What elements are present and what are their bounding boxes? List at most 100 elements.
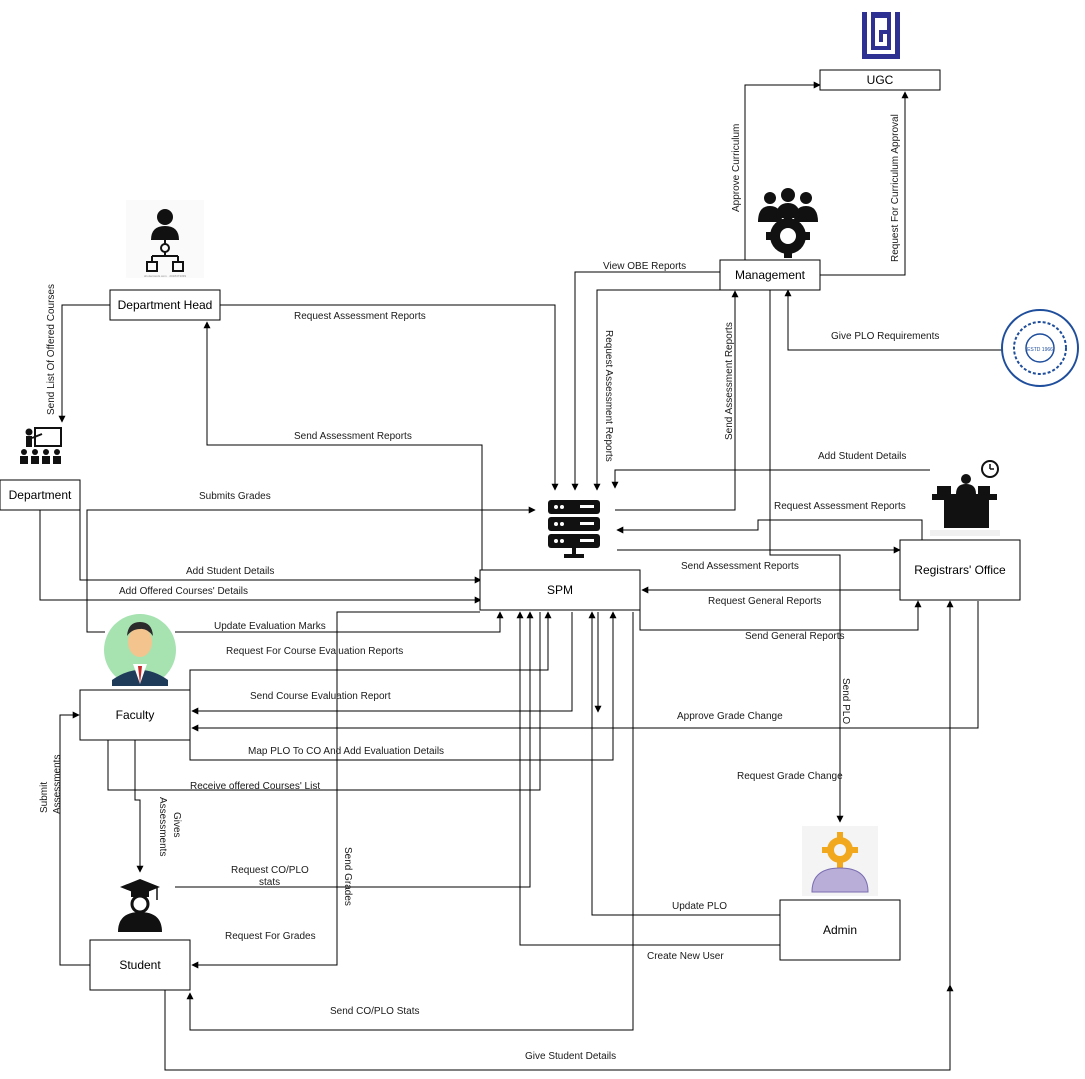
node-faculty-label: Faculty bbox=[116, 708, 155, 722]
registrar-seal-icon: ESTD 1966 bbox=[1001, 309, 1079, 387]
node-department-label: Department bbox=[9, 488, 72, 502]
department-head-org-icon: shutterstock.com · 2018473339 bbox=[126, 200, 204, 278]
edge-create-new-user bbox=[516, 611, 780, 946]
node-admin[interactable]: Admin bbox=[779, 899, 901, 961]
node-department-head-label: Department Head bbox=[118, 298, 213, 312]
icons: shutterstock.com · 2018473339 bbox=[20, 12, 1079, 932]
label-send-assessment-reports-head: Send Assessment Reports bbox=[294, 431, 412, 442]
label-send-assessment-reports-mgmt: Send Assessment Reports bbox=[724, 322, 735, 440]
node-faculty[interactable]: Faculty bbox=[79, 689, 191, 741]
edge-request-course-eval-reports bbox=[189, 611, 552, 690]
edge-send-plo bbox=[769, 290, 844, 823]
edge-add-offered-courses bbox=[39, 510, 482, 604]
label-request-assessment-reports-mgmt: Request Assessment Reports bbox=[603, 330, 614, 462]
node-ugc[interactable]: UGC bbox=[819, 69, 941, 91]
label-send-course-eval-report: Send Course Evaluation Report bbox=[250, 691, 391, 702]
label-submit-2: Assessments bbox=[52, 755, 63, 814]
edge-view-obe-reports bbox=[571, 271, 720, 491]
edge-map-plo-to-co bbox=[189, 611, 617, 761]
edge-give-student-details bbox=[164, 984, 954, 1071]
label-gives-1: Gives bbox=[171, 812, 182, 838]
edge-request-co-plo-stats bbox=[175, 611, 534, 888]
edge-send-grades bbox=[191, 611, 480, 969]
faculty-avatar-icon bbox=[104, 614, 176, 686]
label-add-offered-courses: Add Offered Courses' Details bbox=[119, 586, 248, 597]
shutterstock-caption: shutterstock.com · 2018473339 bbox=[144, 274, 186, 278]
label-send-assessment-reports-reg: Send Assessment Reports bbox=[681, 561, 799, 572]
edge-update-evaluation-marks bbox=[175, 611, 504, 633]
edge-update-plo bbox=[588, 611, 780, 916]
label-request-assessment-reports-reg: Request Assessment Reports bbox=[774, 501, 906, 512]
label-map-plo-to-co: Map PLO To CO And Add Evaluation Details bbox=[248, 746, 444, 757]
node-student-label: Student bbox=[119, 958, 161, 972]
node-registrars-office[interactable]: Registrars' Office bbox=[899, 539, 1021, 601]
label-request-co-plo-2: stats bbox=[259, 877, 280, 888]
node-management[interactable]: Management bbox=[719, 259, 821, 291]
edge-submits-grades bbox=[86, 506, 536, 633]
node-ugc-label: UGC bbox=[867, 73, 894, 87]
label-submits-grades: Submits Grades bbox=[199, 491, 271, 502]
label-add-student-details-reg: Add Student Details bbox=[818, 451, 906, 462]
edge-give-plo-requirements bbox=[784, 289, 1003, 351]
edge-add-student-details-reg bbox=[611, 469, 930, 489]
nodes: UGC Management Department Head Departmen… bbox=[0, 69, 1021, 991]
node-spm-label: SPM bbox=[547, 583, 573, 597]
edge-request-assessment-reports-reg bbox=[616, 519, 923, 540]
label-add-student-details-dept: Add Student Details bbox=[186, 566, 274, 577]
edge-approve-curriculum bbox=[744, 81, 821, 260]
label-send-plo: Send PLO bbox=[840, 678, 851, 724]
node-department[interactable]: Department bbox=[0, 479, 81, 511]
spm-server-icon bbox=[548, 500, 600, 558]
ugc-logo-icon bbox=[862, 12, 900, 59]
label-receive-offered-courses: Receive offered Courses' List bbox=[190, 781, 320, 792]
label-update-evaluation-marks: Update Evaluation Marks bbox=[214, 621, 326, 632]
edge-send-co-plo-stats bbox=[186, 612, 634, 1031]
label-request-general-reports: Request General Reports bbox=[708, 596, 821, 607]
management-group-gear-icon bbox=[758, 188, 818, 258]
admin-gear-icon bbox=[802, 826, 878, 896]
edge-send-list-offered-courses bbox=[58, 304, 110, 423]
label-send-general-reports: Send General Reports bbox=[745, 631, 845, 642]
seal-estd-text: ESTD 1966 bbox=[1027, 347, 1053, 353]
label-approve-grade-change: Approve Grade Change bbox=[677, 711, 783, 722]
node-management-label: Management bbox=[735, 268, 806, 282]
label-request-course-eval-reports: Request For Course Evaluation Reports bbox=[226, 646, 403, 657]
edge-approve-grade-change bbox=[191, 601, 979, 732]
label-request-co-plo-1: Request CO/PLO bbox=[231, 865, 309, 876]
label-approve-curriculum: Approve Curriculum bbox=[731, 124, 742, 212]
label-send-grades: Send Grades bbox=[342, 847, 353, 906]
edge-labels: Approve Curriculum Request For Curriculu… bbox=[39, 114, 939, 1062]
edge-request-assessment-reports-head bbox=[220, 304, 559, 491]
edge-gives-assessments bbox=[134, 740, 144, 873]
label-request-for-grades: Request For Grades bbox=[225, 931, 316, 942]
node-spm[interactable]: SPM bbox=[479, 569, 641, 611]
edge-send-assessment-reports-head bbox=[203, 321, 483, 570]
edge-request-curriculum-approval bbox=[820, 91, 909, 276]
node-department-head[interactable]: Department Head bbox=[109, 289, 221, 321]
edge-send-assessment-reports-mgmt bbox=[615, 290, 739, 511]
label-view-obe-reports: View OBE Reports bbox=[603, 261, 686, 272]
node-admin-label: Admin bbox=[823, 923, 857, 937]
label-submit-1: Submit bbox=[39, 782, 50, 813]
label-send-co-plo-stats: Send CO/PLO Stats bbox=[330, 1006, 420, 1017]
label-request-curriculum-approval: Request For Curriculum Approval bbox=[890, 114, 901, 262]
edge-send-course-eval-report bbox=[191, 612, 573, 715]
edge-add-student-details-dept bbox=[79, 490, 482, 584]
label-request-grade-change: Request Grade Change bbox=[737, 771, 843, 782]
edge-submit-assessments bbox=[59, 711, 90, 966]
node-registrars-office-label: Registrars' Office bbox=[914, 563, 1006, 577]
edge-request-assessment-reports-mgmt bbox=[593, 289, 745, 491]
label-give-plo-requirements: Give PLO Requirements bbox=[831, 331, 939, 342]
label-create-new-user: Create New User bbox=[647, 951, 724, 962]
edge-send-general-reports bbox=[639, 600, 922, 631]
label-gives-2: Assessments bbox=[157, 797, 168, 856]
student-graduate-icon bbox=[118, 879, 162, 932]
node-student[interactable]: Student bbox=[89, 939, 191, 991]
label-update-plo: Update PLO bbox=[672, 901, 727, 912]
edge-receive-offered-courses bbox=[107, 612, 541, 791]
registrar-desk-clock-icon bbox=[930, 460, 1000, 536]
label-request-assessment-reports-head: Request Assessment Reports bbox=[294, 311, 426, 322]
department-teaching-icon bbox=[20, 427, 62, 464]
